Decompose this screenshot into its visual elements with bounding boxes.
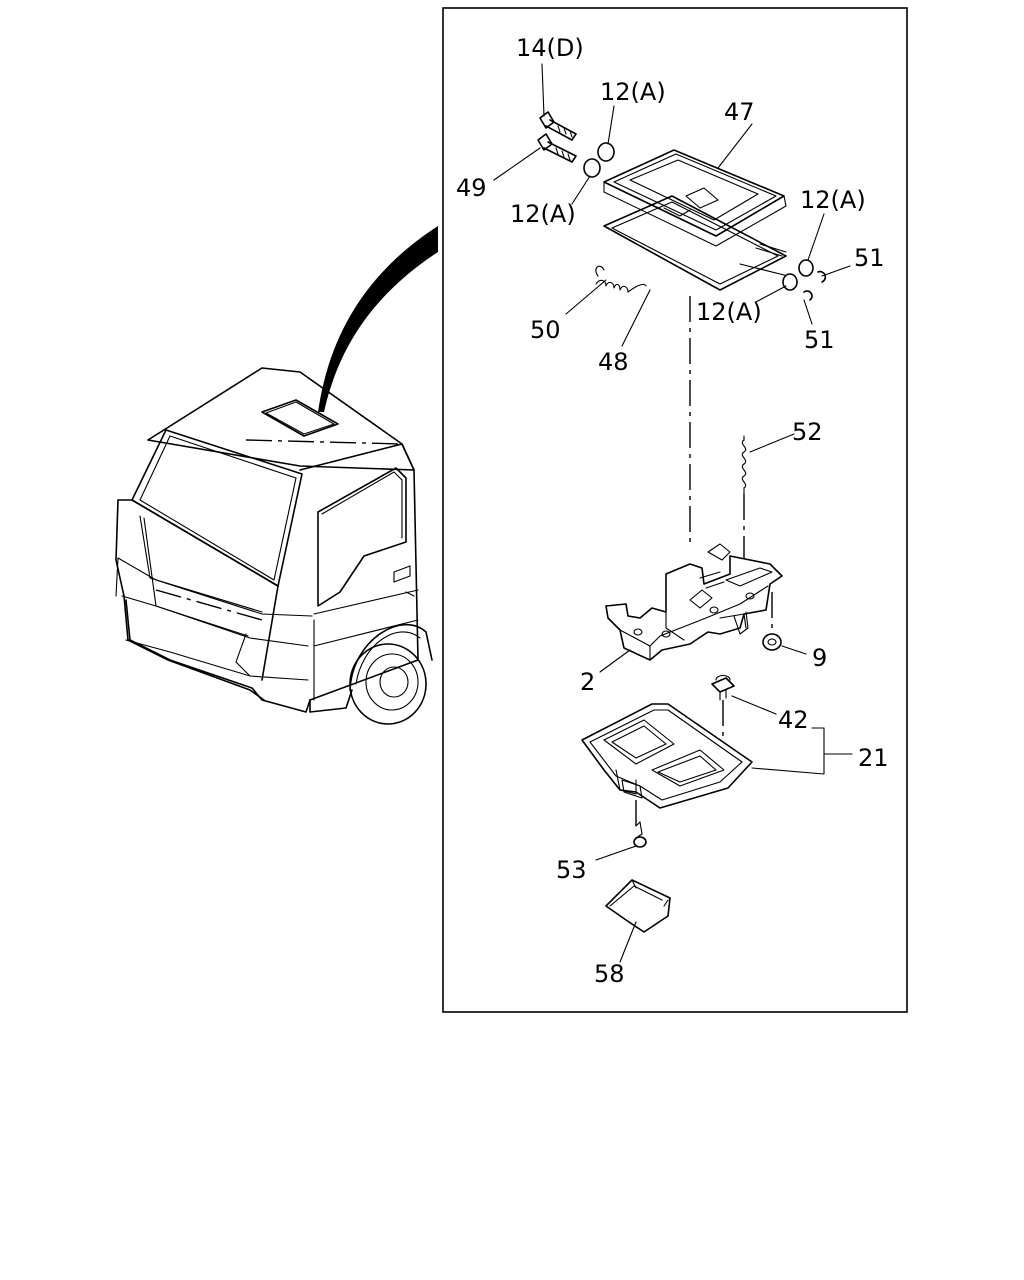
label-48: 48: [598, 348, 629, 376]
detail-panel-frame: [442, 7, 908, 1013]
lamp-housing-21: [581, 703, 753, 809]
label-12a-top: 12(A): [600, 78, 666, 106]
leader-lines: [493, 63, 853, 963]
nut-9: [762, 633, 782, 651]
screw-53: [633, 800, 647, 848]
spring-52: [741, 435, 747, 558]
label-21: 21: [858, 744, 889, 772]
clip-51-lower: [803, 290, 813, 301]
label-51-upper: 51: [854, 244, 885, 272]
label-12a-left: 12(A): [510, 200, 576, 228]
label-2: 2: [580, 668, 595, 696]
parts-group: [537, 111, 827, 933]
label-12a-right: 12(A): [800, 186, 866, 214]
callout-labels: 14(D) 12(A) 47 49 12(A) 12(A) 51 50 12(A…: [456, 34, 889, 988]
washer-12a-left: [583, 158, 601, 178]
washer-12a-top: [597, 142, 615, 162]
bolt-49: [537, 133, 577, 163]
label-53: 53: [556, 856, 587, 884]
label-9: 9: [812, 644, 827, 672]
washer-12a-right-upper: [798, 259, 814, 277]
bracket-mechanism-2: [605, 543, 783, 661]
label-49: 49: [456, 174, 487, 202]
label-50: 50: [530, 316, 561, 344]
hatch-seal-48: [603, 195, 787, 291]
washer-12a-right-lower: [782, 273, 798, 291]
clip-42: [711, 674, 735, 768]
label-51-lower: 51: [804, 326, 835, 354]
label-47: 47: [724, 98, 755, 126]
label-58: 58: [594, 960, 625, 988]
roof-hatch-47: [603, 149, 787, 247]
label-42: 42: [778, 706, 809, 734]
lens-58: [605, 879, 671, 933]
label-14d: 14(D): [516, 34, 584, 62]
label-12a-lower: 12(A): [696, 298, 762, 326]
label-52: 52: [792, 418, 823, 446]
spring-50: [595, 265, 647, 293]
clip-51-upper: [817, 270, 827, 283]
truck-cab-illustration: [115, 226, 438, 725]
